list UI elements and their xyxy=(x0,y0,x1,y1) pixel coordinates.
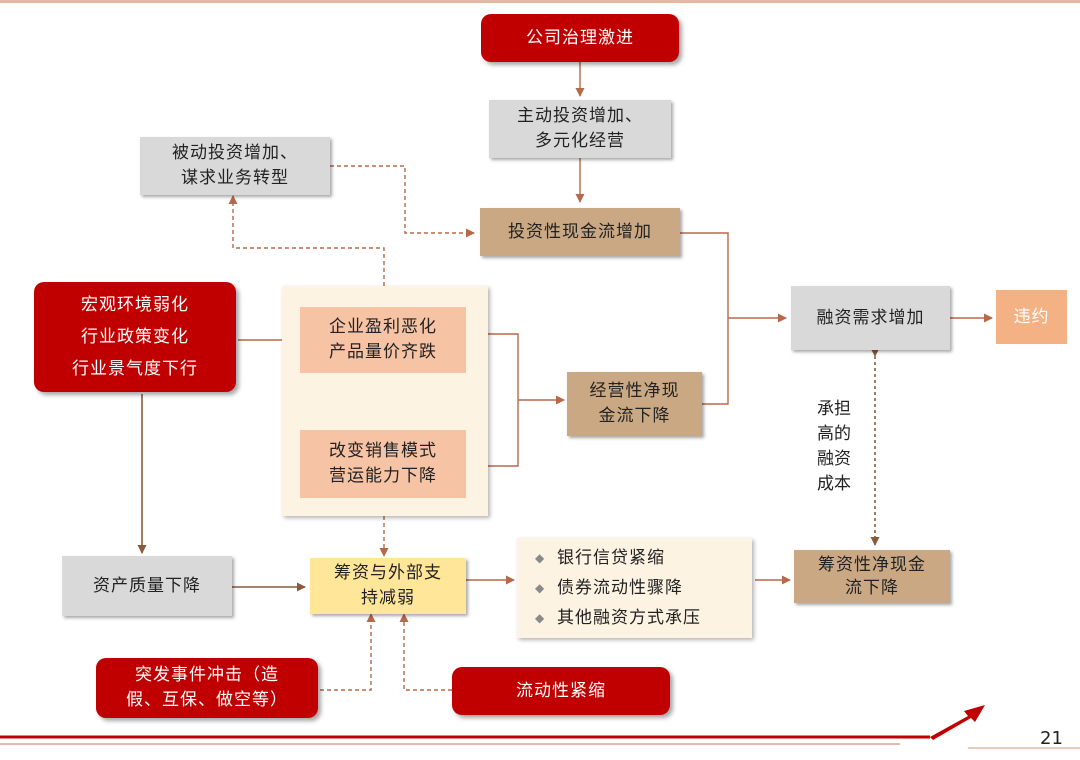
list-item: ◆ 银行信贷紧缩 xyxy=(535,543,752,573)
node-sudden-event: 突发事件冲击（造 假、互保、做空等） xyxy=(96,658,318,718)
label-high-cost-char: 高 xyxy=(817,424,834,444)
node-asset-quality: 资产质量下降 xyxy=(62,556,232,616)
node-profit: 企业盈利恶化 产品量价齐跌 xyxy=(300,307,466,373)
label-high-cost-char: 成 xyxy=(817,474,834,494)
node-sudden-event-line-1: 突发事件冲击（造 xyxy=(135,665,279,685)
diamond-bullet-icon: ◆ xyxy=(535,551,546,565)
node-sudden-event-line-2: 假、互保、做空等） xyxy=(126,690,288,710)
node-asset-quality-label: 资产质量下降 xyxy=(93,575,201,596)
node-passive-invest-line-2: 谋求业务转型 xyxy=(181,168,289,188)
node-invest-cashflow-label: 投资性现金流增加 xyxy=(508,221,652,242)
list-item: ◆ 其他融资方式承压 xyxy=(535,603,752,633)
node-invest-cashflow: 投资性现金流增加 xyxy=(480,208,680,256)
node-liquidity-label: 流动性紧缩 xyxy=(516,680,606,701)
label-high-cost-char: 本 xyxy=(834,474,851,494)
diamond-bullet-icon: ◆ xyxy=(535,611,546,625)
node-macro: 宏观环境弱化 行业政策变化 行业景气度下行 xyxy=(34,282,236,392)
label-high-cost-char: 担 xyxy=(834,399,851,419)
bottom-swoosh-arrow xyxy=(930,705,985,740)
node-financing-support: 筹资与外部支 持减弱 xyxy=(310,558,466,614)
label-high-cost: 承担 高的 融资 成本 xyxy=(810,397,858,497)
node-profit-line-2: 产品量价齐跌 xyxy=(329,342,437,362)
node-operating-cashflow-line-2: 金流下降 xyxy=(598,406,671,426)
list-item: ◆ 债券流动性骤降 xyxy=(535,573,752,603)
node-profit-line-1: 企业盈利恶化 xyxy=(329,317,437,337)
page-number: 21 xyxy=(1040,728,1063,749)
label-high-cost-char: 承 xyxy=(817,399,834,419)
node-sales-model-line-1: 改变销售模式 xyxy=(329,441,437,461)
label-high-cost-char: 的 xyxy=(834,424,851,444)
node-financing-demand: 融资需求增加 xyxy=(791,286,950,350)
node-active-invest-line-1: 主动投资增加、 xyxy=(517,106,643,126)
node-operating-cashflow: 经营性净现 金流下降 xyxy=(567,372,702,436)
label-high-cost-char: 融 xyxy=(817,449,834,469)
node-financing-demand-label: 融资需求增加 xyxy=(816,307,925,328)
list-item-label: 债券流动性骤降 xyxy=(557,578,683,598)
node-macro-line-1: 宏观环境弱化 xyxy=(81,295,189,315)
node-financing-support-line-1: 筹资与外部支 xyxy=(334,563,442,583)
list-item-label: 其他融资方式承压 xyxy=(557,608,701,628)
diamond-bullet-icon: ◆ xyxy=(535,581,546,595)
node-passive-invest: 被动投资增加、 谋求业务转型 xyxy=(140,137,330,195)
financing-list-panel: ◆ 银行信贷紧缩 ◆ 债券流动性骤降 ◆ 其他融资方式承压 xyxy=(517,538,752,638)
node-governance-label: 公司治理激进 xyxy=(526,27,634,48)
list-item-label: 银行信贷紧缩 xyxy=(557,548,665,568)
bracket-to-operating xyxy=(484,333,519,467)
arrow-passive-invest-cashflow xyxy=(330,165,475,238)
top-rule xyxy=(0,0,1080,3)
label-high-cost-char: 资 xyxy=(834,449,851,469)
node-macro-line-3: 行业景气度下行 xyxy=(72,359,198,379)
node-active-invest: 主动投资增加、 多元化经营 xyxy=(489,100,671,158)
node-default: 违约 xyxy=(996,290,1067,344)
node-operating-cashflow-line-1: 经营性净现 xyxy=(589,381,680,401)
arrow-operating-demand xyxy=(702,318,729,405)
node-financing-support-line-2: 持减弱 xyxy=(361,588,415,608)
arrow-liquidity-support xyxy=(399,613,452,691)
arrow-profit-passive xyxy=(228,195,385,286)
node-financing-cashflow: 筹资性净现金 流下降 xyxy=(794,550,950,603)
node-liquidity: 流动性紧缩 xyxy=(452,667,670,715)
node-passive-invest-line-1: 被动投资增加、 xyxy=(172,143,298,163)
node-sales-model-line-2: 营运能力下降 xyxy=(329,466,437,486)
node-financing-cashflow-line-2: 流下降 xyxy=(845,577,899,598)
node-default-label: 违约 xyxy=(1013,306,1050,327)
arrow-sudden-support xyxy=(320,613,376,691)
node-active-invest-line-2: 多元化经营 xyxy=(535,131,625,151)
node-financing-cashflow-line-1: 筹资性净现金 xyxy=(818,554,926,575)
node-sales-model: 改变销售模式 营运能力下降 xyxy=(300,430,466,498)
arrow-invest-cashflow-demand xyxy=(680,232,729,318)
node-macro-line-2: 行业政策变化 xyxy=(81,327,189,347)
node-governance: 公司治理激进 xyxy=(481,14,679,62)
